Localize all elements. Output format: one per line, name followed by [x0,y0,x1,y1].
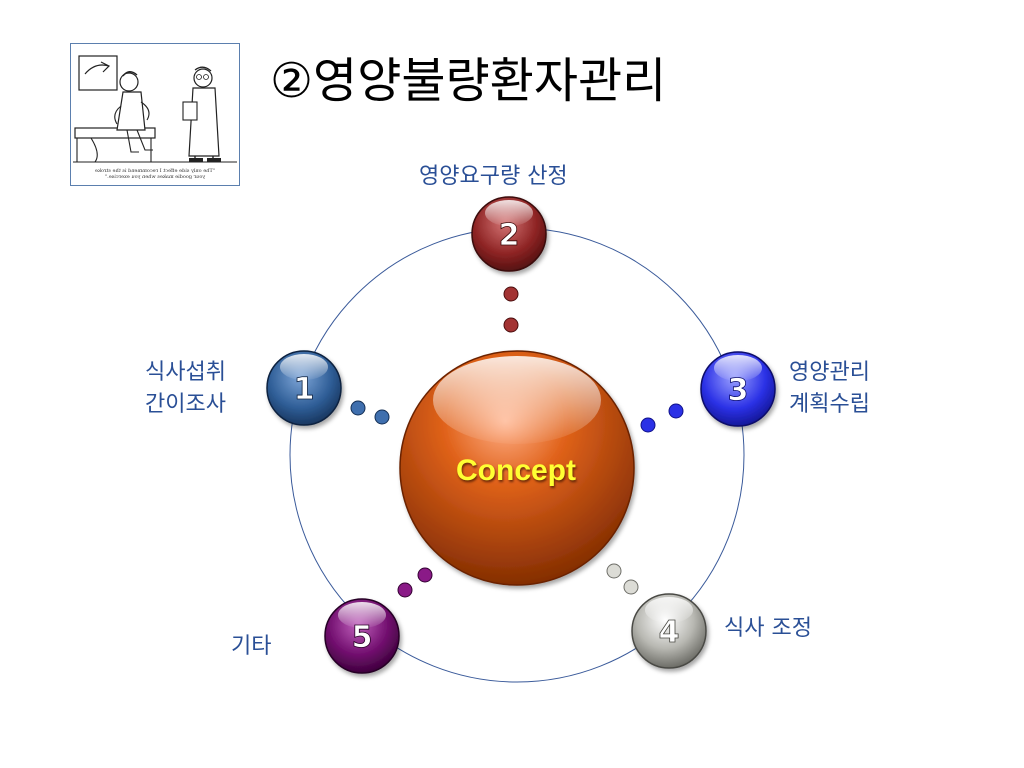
node-1-number: 1 [294,372,315,407]
connector-dot [640,417,656,433]
connector-dot [606,563,622,579]
center-label: Concept [456,454,576,487]
connector-dot [397,582,413,598]
center-sphere [399,350,635,586]
node-5-label: 기타 [231,634,272,659]
node-1-label-line1: 식사섭취 [145,360,226,385]
connector-dot [623,579,639,595]
connector-dot [503,286,519,302]
node-1-label-line2: 간이조사 [145,392,226,417]
node-3-label-line1: 영양관리 [789,360,870,385]
node-5-number: 5 [352,620,373,655]
connector-dot [350,400,366,416]
node-3-label-line2: 계획수립 [789,392,870,417]
connector-dots [350,286,684,598]
connector-dot [374,409,390,425]
node-3 [700,351,776,427]
node-2-number: 2 [499,218,520,253]
node-4-label: 식사 조정 [724,616,812,641]
node-5 [324,598,400,674]
node-1 [266,350,342,426]
cartoon-image: "The only side effect I recommend is the… [70,43,240,186]
connector-dot [417,567,433,583]
node-2 [471,196,547,272]
node-4 [631,593,707,669]
page-title: ②영양불량환자관리 [270,53,667,109]
doctor-patient-illustration [73,55,237,163]
node-4-number: 4 [659,615,680,650]
connector-dot [503,317,519,333]
connector-dot [668,403,684,419]
node-3-number: 3 [728,373,749,408]
node-2-label: 영양요구량 산정 [419,164,568,189]
